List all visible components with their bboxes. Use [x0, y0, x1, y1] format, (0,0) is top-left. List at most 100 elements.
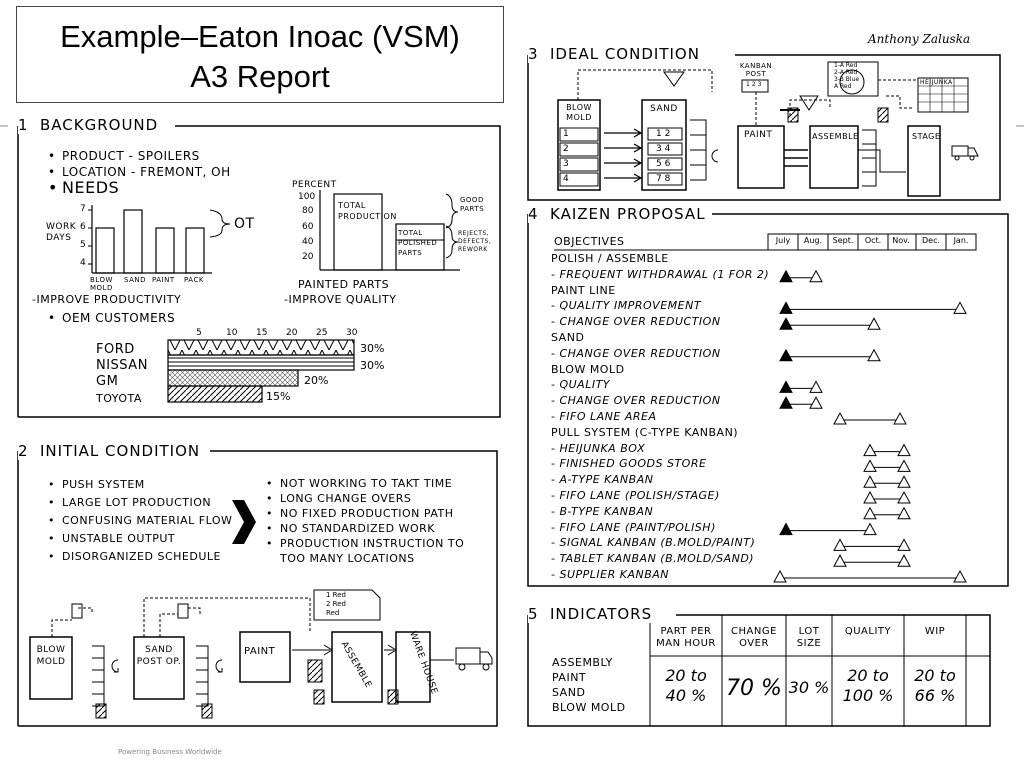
initial-left-list: Push System Large Lot Production Confusi…	[48, 476, 232, 566]
label-good-parts: Good Parts	[460, 196, 485, 213]
indicator-val-ppmh: 20 to 40 %	[665, 666, 707, 705]
customer-pct-ford: 30%	[360, 342, 385, 355]
workdays-cat-sand: Sand	[124, 276, 146, 284]
initial-right-1: Long Change Overs	[266, 491, 464, 506]
kaizen-item: - Quality Improvement	[551, 299, 702, 313]
kaizen-item: - Frequent Withdrawal (1 for 2)	[551, 267, 770, 281]
indicator-process-blowmold: Blow Mold	[552, 701, 626, 714]
oem-tick-15: 15	[256, 328, 268, 338]
footer-text: Powering Business Worldwide	[118, 748, 222, 756]
kaizen-item: - FIFO Lane Area	[551, 410, 657, 423]
indicator-val-lotsize: 30 %	[788, 678, 830, 697]
indicator-process-list: Assembly Paint Sand Blow Mold	[552, 655, 626, 715]
indicator-val-wip: 20 to 66 %	[914, 666, 956, 705]
kaizen-item: - Heijunka Box	[551, 441, 646, 455]
oem-tick-10: 10	[226, 328, 238, 338]
initial-left-0: Push System	[48, 476, 232, 494]
kaizen-month-sep: Sept.	[832, 236, 854, 245]
customer-pct-nissan: 30%	[360, 359, 385, 372]
indicator-col-quality: Quality	[844, 626, 892, 637]
percent-xlabel: Painted Parts	[298, 278, 390, 291]
initial-left-2: Confusing Material Flow	[48, 512, 232, 530]
ideal-blow-row-1: 1	[563, 129, 569, 139]
page-title: Example–Eaton Inoac (VSM)	[60, 19, 460, 54]
kaizen-month-oct: Oct.	[864, 236, 882, 245]
ideal-blowmold-label: Blow Mold	[566, 103, 592, 122]
kaizen-month-dec: Dec.	[921, 236, 941, 245]
initial-right-4: Production Instruction To	[266, 536, 464, 551]
workdays-ylabel: Work Days	[46, 222, 77, 243]
indicator-col-ppmh: Part Per Man Hour	[656, 626, 716, 649]
legend-line-3: 3-B Blue	[834, 76, 860, 83]
workdays-cat-pack: Pack	[184, 276, 204, 284]
section-2-heading: 2Initial Condition	[18, 442, 207, 460]
percent-tick-60: 60	[302, 222, 314, 232]
signature: Anthony Zaluska	[868, 32, 971, 46]
ideal-kanban-post-label: Kanban Post	[739, 62, 773, 78]
indicator-col-lotsize: Lot Size	[796, 626, 822, 649]
kaizen-month-jan: Jan.	[953, 236, 969, 245]
workdays-tick-6: 6	[80, 222, 86, 232]
ideal-assemble-label: Assemble	[812, 132, 859, 141]
section-4-heading: 4Kaizen Proposal	[528, 205, 712, 223]
kaizen-category: Sand	[551, 331, 585, 344]
ideal-sand-label: Sand	[650, 104, 678, 114]
percent-ylabel: Percent	[292, 180, 337, 190]
indicator-col-changeover: Change Over	[731, 626, 777, 649]
ideal-legend: 1-A Red 2-A Red 3-B Blue A Red	[834, 62, 859, 90]
section-3-heading: 3Ideal Condition	[528, 45, 706, 63]
bar-total-polished	[395, 223, 445, 271]
chevron-arrow	[232, 500, 256, 544]
ideal-blow-row-2: 2	[563, 144, 569, 154]
kaizen-month-jul: July	[775, 236, 791, 245]
kaizen-item: - FIFO Lane (Paint/Polish)	[551, 520, 716, 534]
workdays-bar-paint	[155, 227, 175, 274]
flow-blowmold-label: Blow Mold	[36, 645, 66, 667]
page-subtitle: A3 Report	[190, 59, 330, 94]
initial-left-3: Unstable Output	[48, 530, 232, 548]
initial-left-4: Disorganized Schedule	[48, 548, 232, 566]
ideal-paint-label: Paint	[744, 130, 773, 140]
indicator-val-changeover: 70 %	[726, 676, 782, 701]
flow-flag: 1 Red 2 Red Red	[326, 591, 346, 618]
indicator-process-sand: Sand	[552, 686, 586, 699]
indicator-col-wip: WIP	[924, 626, 946, 637]
oem-bar-toyota	[167, 385, 263, 403]
oem-bar-gm	[167, 369, 299, 387]
section-1-heading: 1Background	[18, 116, 165, 134]
bullet-product: Product - Spoilers	[48, 148, 231, 164]
percent-tick-40: 40	[302, 237, 314, 247]
percent-tick-20: 20	[302, 252, 314, 262]
initial-right-5: Too Many Locations	[280, 552, 415, 565]
kaizen-objectives-label: Objectives	[554, 235, 625, 248]
ideal-sand-pair-1: 1 2	[656, 129, 671, 139]
customer-name-ford: Ford	[96, 342, 135, 357]
oem-tick-20: 20	[286, 328, 298, 338]
oem-tick-30: 30	[346, 328, 358, 338]
kanban-cell-2: 2	[751, 81, 758, 88]
flag-line-3: Red	[326, 609, 340, 617]
indicator-process-paint: Paint	[552, 671, 587, 684]
initial-left-1: Large Lot Production	[48, 494, 232, 512]
customer-name-gm: GM	[96, 374, 119, 389]
legend-line-2: 2-A Red	[834, 69, 858, 76]
section-5-heading: 5Indicators	[528, 605, 659, 623]
workdays-cat-paint: Paint	[152, 276, 175, 284]
kaizen-item: - Change Over Reduction	[551, 394, 721, 408]
kaizen-item: - Supplier Kanban	[551, 568, 669, 581]
ideal-sand-pair-2: 3 4	[656, 144, 671, 154]
title-box: Example–Eaton Inoac (VSM) A3 Report	[16, 6, 504, 103]
flow-sand-label: Sand Post Op.	[136, 645, 182, 667]
workdays-cat-blowmold: Blow Mold	[90, 276, 113, 292]
bullet-needs: Needs	[48, 180, 231, 196]
kanban-cell-3: 3	[757, 81, 764, 88]
legend-line-4: A Red	[834, 83, 852, 90]
ideal-sand-pair-3: 5 6	[656, 159, 671, 169]
flow-paint-label: Paint	[244, 646, 276, 657]
kaizen-category: Pull System (C-Type Kanban)	[551, 425, 739, 439]
customer-name-nissan: Nissan	[96, 358, 148, 373]
kaizen-item: - Quality	[551, 378, 611, 392]
indicator-val-quality: 20 to 100 %	[842, 666, 894, 705]
ot-label: OT	[234, 216, 255, 232]
